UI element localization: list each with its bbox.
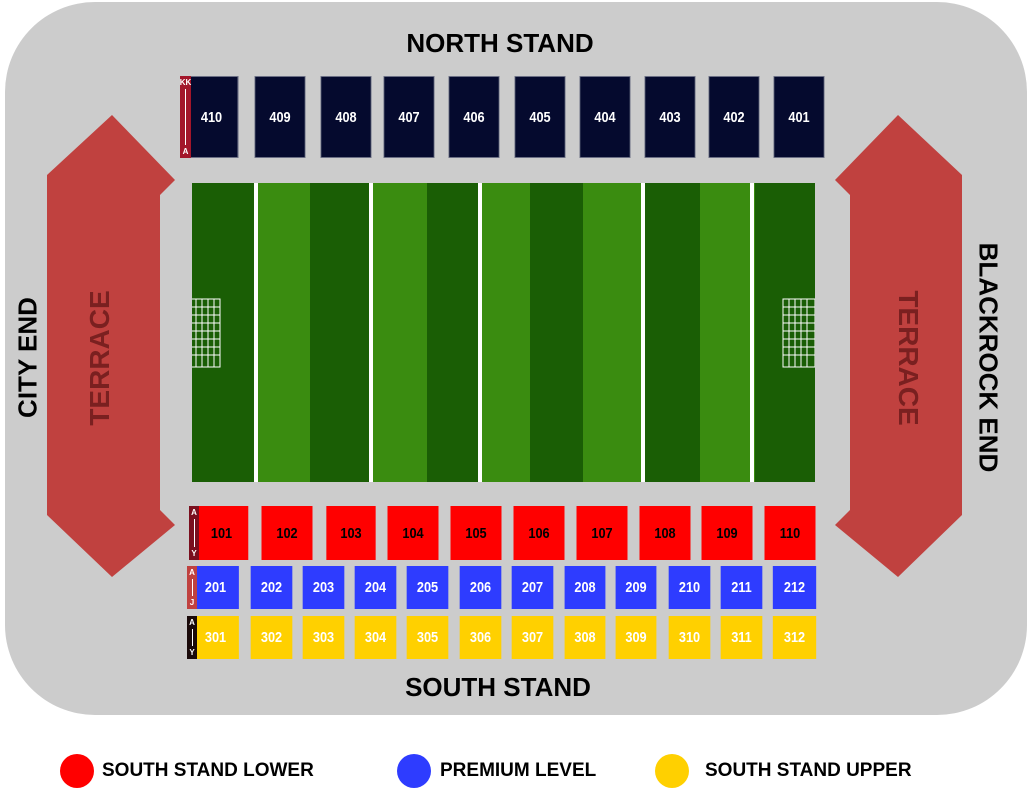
legend-lower-swatch: [60, 754, 94, 788]
row-bottom: Y: [189, 648, 195, 657]
seating-block[interactable]: 210: [668, 566, 711, 609]
arrow-icon: [185, 89, 186, 145]
seating-block[interactable]: 208: [564, 566, 606, 609]
legend-premium-swatch: [397, 754, 431, 788]
seating-block[interactable]: 202: [250, 566, 293, 609]
seating-block[interactable]: 304: [354, 616, 397, 659]
terrace-left-label[interactable]: TERRACE: [84, 290, 115, 426]
seating-block[interactable]: 302: [250, 616, 293, 659]
seating-block[interactable]: 103: [326, 506, 376, 560]
legend-upper-swatch: [655, 754, 689, 788]
seating-block[interactable]: 306: [459, 616, 502, 659]
seating-block[interactable]: 401: [773, 76, 825, 158]
row-bottom: A: [182, 147, 189, 156]
seating-block[interactable]: 308: [564, 616, 606, 659]
arrow-icon: [193, 519, 195, 547]
seating-block[interactable]: 110: [764, 506, 816, 560]
seating-block[interactable]: 211: [720, 566, 763, 609]
seating-block[interactable]: 105: [450, 506, 502, 560]
seating-block[interactable]: 101: [194, 506, 249, 560]
seating-block[interactable]: 312: [772, 616, 817, 659]
seating-block[interactable]: 405: [514, 76, 566, 158]
terrace-right: [835, 115, 962, 577]
seating-block[interactable]: 305: [406, 616, 449, 659]
seating-block[interactable]: 205: [406, 566, 449, 609]
seating-block[interactable]: 409: [254, 76, 306, 158]
seating-block[interactable]: 301: [192, 616, 239, 659]
seating-block[interactable]: 207: [511, 566, 554, 609]
seating-block[interactable]: 407: [383, 76, 435, 158]
seating-block[interactable]: 104: [387, 506, 439, 560]
seating-block[interactable]: 303: [302, 616, 345, 659]
row-top: KK: [179, 78, 192, 87]
terrace-left: [47, 115, 175, 577]
north-stand-label: NORTH STAND: [406, 28, 594, 58]
terrace-right-label[interactable]: TERRACE: [893, 290, 924, 426]
row-bottom: J: [189, 598, 195, 607]
seating-block[interactable]: 203: [302, 566, 345, 609]
seating-block[interactable]: 406: [448, 76, 500, 158]
row-top: A: [191, 508, 197, 517]
legend-upper-label: SOUTH STAND UPPER: [705, 760, 912, 781]
arrow-icon: [191, 629, 193, 646]
seating-block[interactable]: 201: [192, 566, 239, 609]
seating-block[interactable]: 109: [701, 506, 753, 560]
seating-block[interactable]: 102: [261, 506, 313, 560]
seating-block[interactable]: 402: [708, 76, 760, 158]
seating-block[interactable]: 309: [615, 616, 657, 659]
seating-block[interactable]: 107: [576, 506, 628, 560]
seating-block[interactable]: 206: [459, 566, 502, 609]
seating-block[interactable]: 404: [579, 76, 631, 158]
south-stand-label: SOUTH STAND: [405, 672, 591, 702]
seating-block[interactable]: 106: [513, 506, 565, 560]
row-top: A: [189, 618, 195, 627]
row-bottom: Y: [191, 549, 197, 558]
legend-lower-label: SOUTH STAND LOWER: [102, 760, 314, 781]
seating-block[interactable]: 410: [184, 76, 239, 158]
seating-block[interactable]: 108: [639, 506, 691, 560]
seating-block[interactable]: 408: [320, 76, 372, 158]
seating-block[interactable]: 403: [644, 76, 696, 158]
arrow-icon: [191, 579, 193, 596]
seating-block[interactable]: 307: [511, 616, 554, 659]
legend-premium-label: PREMIUM LEVEL: [440, 760, 597, 781]
seating-block[interactable]: 204: [354, 566, 397, 609]
seating-block[interactable]: 209: [615, 566, 657, 609]
seating-block[interactable]: 311: [720, 616, 763, 659]
row-top: A: [189, 568, 195, 577]
goal-right: [782, 298, 815, 368]
pitch: [192, 183, 815, 482]
seating-block[interactable]: 310: [668, 616, 711, 659]
seating-block[interactable]: 212: [772, 566, 817, 609]
north-row-indicator: KK A: [180, 76, 191, 158]
goal-left: [192, 298, 221, 368]
